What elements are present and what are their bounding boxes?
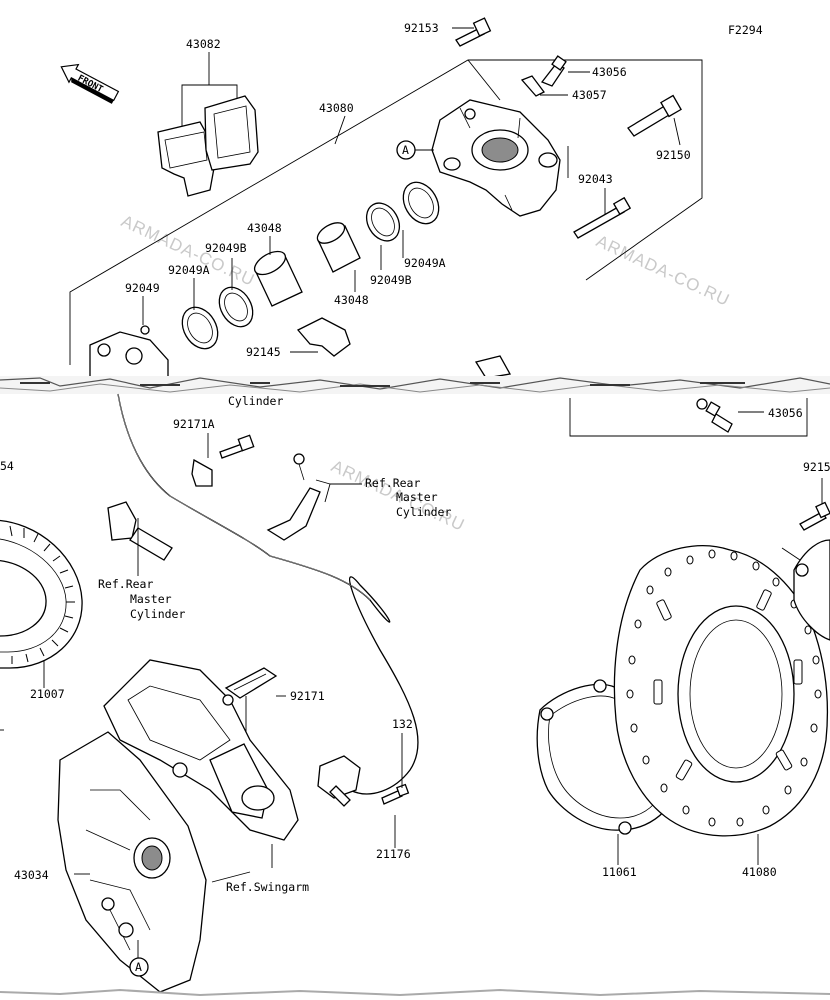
- bolt-right: [799, 478, 830, 531]
- label-92049a: 92049A: [168, 263, 210, 277]
- label-43034: 43034: [14, 868, 49, 882]
- label-21007: 21007: [30, 687, 65, 701]
- label-92150: 92150: [656, 148, 691, 162]
- callout-a: A: [396, 140, 434, 160]
- part-number-54-cut: 54: [0, 459, 14, 473]
- label-43057: 43057: [572, 88, 607, 102]
- ref-master-cylinder-left-1: Ref.Rear: [98, 577, 153, 591]
- speed-sensor: [317, 733, 410, 848]
- ref-master-cylinder-right-1: Ref.Rear: [365, 476, 420, 490]
- label-92049b: 92049B: [205, 241, 247, 255]
- label-43082: 43082: [186, 37, 221, 51]
- pad-spring: [290, 317, 351, 357]
- bottom-glitch: [0, 988, 830, 997]
- ref-master-cylinder-right-2: Master: [396, 490, 438, 504]
- caliper-half: [89, 331, 169, 379]
- label-43056: 43056: [592, 65, 627, 79]
- label-92049b-right: 92049B: [370, 273, 412, 287]
- hub-part: [781, 539, 830, 641]
- part-number-9215-cut: 9215: [803, 460, 830, 474]
- abs-sensor-ring: [0, 519, 83, 688]
- label-11061: 11061: [602, 865, 637, 879]
- watermark: ARMADA-CO.RU: [593, 231, 733, 310]
- brake-pads: [157, 95, 259, 197]
- swingarm-leader: [211, 871, 251, 883]
- label-43048-right: 43048: [334, 293, 369, 307]
- callout-a-bottom: A: [129, 957, 149, 977]
- label-92043: 92043: [578, 172, 613, 186]
- bleeder-valve-bottom: [696, 398, 764, 433]
- bleeder-cap: [520, 75, 568, 97]
- pin-bolt-92150: [627, 94, 682, 146]
- image-glitch-band: [0, 376, 830, 394]
- bolt-92171a: [207, 433, 255, 459]
- label-92171a: 92171A: [173, 417, 215, 431]
- lower-caliper: [103, 659, 299, 868]
- assembly-brackets: [69, 52, 808, 437]
- label-43048: 43048: [247, 221, 282, 235]
- label-92145: 92145: [246, 345, 281, 359]
- label-92049: 92049: [125, 281, 160, 295]
- ref-master-cylinder-left-3: Cylinder: [130, 607, 185, 621]
- caliper-body: [431, 99, 561, 217]
- bleeder-valve-top: [540, 55, 590, 87]
- svg-text:A: A: [135, 960, 142, 974]
- caliper-bracket: [57, 731, 207, 993]
- label-41080: 41080: [742, 865, 777, 879]
- label-132: 132: [392, 717, 413, 731]
- ref-master-cylinder-left-2: Master: [130, 592, 172, 606]
- master-cylinder-fitting: [107, 501, 173, 576]
- label-92049a-right: 92049A: [404, 256, 446, 270]
- label-21176: 21176: [376, 847, 411, 861]
- bolt-92153: [452, 17, 492, 47]
- spring-clip: [224, 667, 286, 740]
- label-43056-bottom: 43056: [768, 406, 803, 420]
- hose-clip: [191, 458, 213, 487]
- pistons-and-seals: [140, 181, 440, 350]
- brake-disc: [613, 545, 829, 865]
- label-92153: 92153: [404, 21, 439, 35]
- label-43080: 43080: [319, 101, 354, 115]
- diagram-code: F2294: [728, 23, 763, 37]
- part-labels: 43082 43080 92153 43056 43057 92150 9204…: [14, 21, 803, 882]
- reference-notes: Ref.Rear Master Cylinder Ref.Rear Master…: [98, 476, 451, 894]
- connector-cut: [474, 355, 512, 379]
- ref-master-cylinder-right-3: Cylinder: [396, 505, 451, 519]
- ref-swingarm: Ref.Swingarm: [226, 880, 309, 894]
- hose-bracket: [266, 453, 362, 541]
- svg-text:A: A: [402, 143, 409, 157]
- cylinder-cut-label: Cylinder: [228, 394, 283, 408]
- pin-92043: [567, 146, 632, 239]
- label-92171: 92171: [290, 689, 325, 703]
- front-arrow-icon: FRONT: [60, 63, 120, 104]
